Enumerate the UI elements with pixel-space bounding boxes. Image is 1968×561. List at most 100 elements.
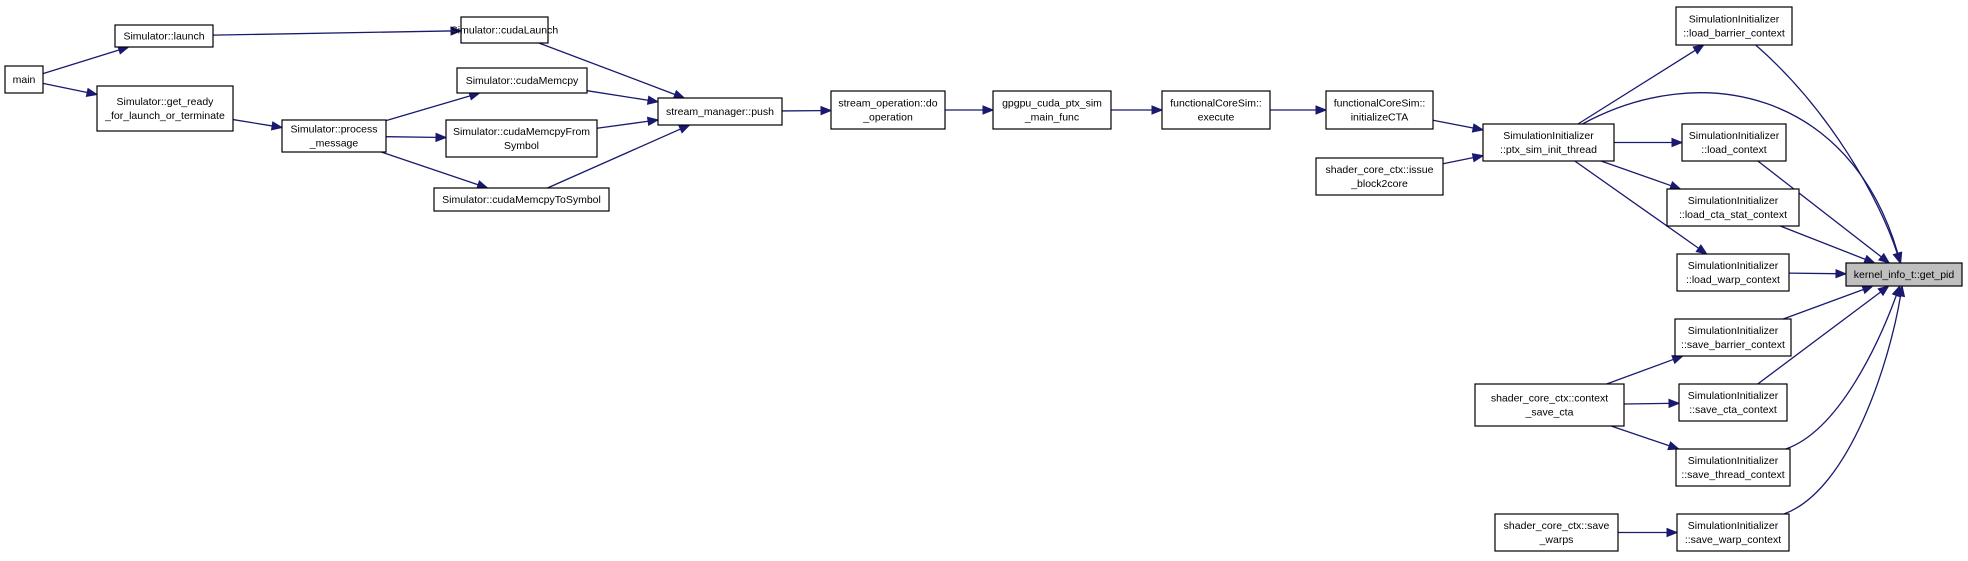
node-sim-get-ready[interactable]: Simulator::get_ready_for_launch_or_termi… [96,85,234,132]
edge-line [586,90,649,101]
arrowhead-icon [1877,285,1890,297]
node-sim-launch[interactable]: Simulator::launch [114,24,214,48]
arrowhead-icon [1692,44,1705,55]
node-scc-save-warps[interactable]: shader_core_ctx::save_warps [1494,513,1619,552]
node-box [96,85,234,132]
edge-stream-manager-push-to-stream-operation-do [781,105,833,116]
edge-si-load-warp-context-to-kernel-info-get-pid [1788,268,1848,279]
edge-line [538,42,676,96]
arrowhead-icon [646,116,660,127]
node-label: gpgpu_cuda_ptx_sim [1002,98,1102,110]
edge-sim-process-message-to-sim-cudaMemcpyFromSymbol [385,132,448,143]
node-scc-issue-block2core[interactable]: shader_core_ctx::issue_block2core [1315,157,1444,196]
node-si-load-warp-context[interactable]: SimulationInitializer::load_warp_context [1676,253,1790,292]
node-label: Simulator::cudaLaunch [451,25,559,37]
node-label: ::load_warp_context [1686,274,1780,286]
edge-si-save-warp-context-to-kernel-info-get-pid [1783,284,1906,515]
node-sim-process-message[interactable]: Simulator::process_message [281,119,387,153]
node-box [445,119,598,158]
node-label: stream_manager::push [666,106,774,118]
node-box [433,187,610,212]
edge-fcs-initializeCTA-to-si-ptx-sim-init-thread [1432,119,1485,133]
edge-line [1606,358,1674,385]
edge-si-load-barrier-context-to-kernel-info-get-pid [1755,44,1902,265]
edges-layer [42,26,1906,538]
node-label: ::save_cta_context [1689,404,1777,416]
node-label: main [13,74,36,86]
node-label: SimulationInitializer [1503,130,1594,142]
edge-si-ptx-sim-init-thread-to-si-load-barrier-context [1577,44,1705,125]
edge-line [1755,44,1898,254]
arrowhead-icon [1877,252,1891,264]
node-label: shader_core_ctx::save [1504,520,1610,532]
node-si-load-context[interactable]: SimulationInitializer::load_context [1681,123,1787,162]
arrowhead-icon [672,89,686,99]
node-label: Simulator::launch [123,31,204,43]
node-si-save-barrier-context[interactable]: SimulationInitializer::save_barrier_cont… [1674,318,1792,357]
node-si-save-warp-context[interactable]: SimulationInitializer::save_warp_context [1676,513,1790,552]
arrowhead-icon [1671,137,1684,148]
edge-si-load-context-to-kernel-info-get-pid [1757,160,1891,264]
node-label: ::load_cta_stat_context [1679,209,1787,221]
arrowhead-icon [1863,254,1876,264]
edge-main-to-sim-launch [42,45,130,75]
node-si-ptx-sim-init-thread[interactable]: SimulationInitializer::ptx_sim_init_thre… [1482,123,1615,162]
edge-line [1623,402,1670,405]
node-label: Simulator::cudaMemcpyFrom [453,126,590,138]
node-si-save-thread-context[interactable]: SimulationInitializer::save_thread_conte… [1675,448,1791,487]
edge-si-save-barrier-context-to-kernel-info-get-pid [1782,285,1875,320]
edge-line [1785,295,1897,450]
node-fcs-initializeCTA[interactable]: functionalCoreSim::initializeCTA [1325,90,1434,130]
edge-sim-cudaMemcpyFromSymbol-to-stream-manager-push [596,116,660,129]
node-stream-operation-do[interactable]: stream_operation::do_operation [830,90,946,130]
node-main[interactable]: main [4,65,44,94]
node-label: SimulationInitializer [1688,390,1779,402]
node-sim-cudaMemcpyToSymbol[interactable]: Simulator::cudaMemcpyToSymbol [433,187,610,212]
node-gpgpu-main-func[interactable]: gpgpu_cuda_ptx_sim_main_func [992,90,1112,130]
edge-line [1574,160,1699,249]
node-label: Simulator::process [291,124,378,136]
edge-scc-save-warps-to-si-save-warp-context [1618,527,1679,538]
node-fcs-execute[interactable]: functionalCoreSim::execute [1161,90,1271,130]
node-box [657,97,783,126]
edge-main-to-sim-get-ready [42,82,99,98]
node-box [1845,262,1963,287]
node-box [1325,90,1434,130]
node-si-save-cta-context[interactable]: SimulationInitializer::save_cta_context [1678,383,1788,422]
edge-scc-context-save-cta-to-si-save-barrier-context [1606,355,1684,385]
arrowhead-icon [1861,285,1875,295]
node-label: initializeCTA [1351,112,1409,124]
node-label: SimulationInitializer [1688,195,1779,207]
node-kernel-info-get-pid[interactable]: kernel_info_t::get_pid [1845,262,1963,287]
edge-line [212,30,452,36]
node-box [1675,6,1793,46]
node-label: execute [1198,112,1235,124]
arrowhead-icon [1895,284,1906,298]
arrowhead-icon [1471,153,1485,163]
node-sim-cudaLaunch[interactable]: Simulator::cudaLaunch [451,16,559,44]
node-label: stream_operation::do [838,98,937,110]
arrowhead-icon [1151,105,1164,115]
node-si-load-cta-stat-context[interactable]: SimulationInitializer::load_cta_stat_con… [1666,188,1800,227]
node-label: Simulator::cudaMemcpyToSymbol [442,194,601,206]
node-stream-manager-push[interactable]: stream_manager::push [657,97,783,126]
node-label: SimulationInitializer [1688,260,1779,272]
edge-line [385,136,437,139]
node-box [992,90,1112,130]
node-si-load-barrier-context[interactable]: SimulationInitializer::load_barrier_cont… [1675,6,1793,46]
node-label: SimulationInitializer [1689,130,1780,142]
edge-line [1788,272,1837,275]
edge-gpgpu-main-func-to-fcs-execute [1111,105,1164,115]
node-box [1482,123,1615,162]
node-scc-context-save-cta[interactable]: shader_core_ctx::context_save_cta [1474,383,1625,427]
node-sim-cudaMemcpy[interactable]: Simulator::cudaMemcpy [456,67,588,94]
edge-si-ptx-sim-init-thread-to-si-load-warp-context [1574,160,1708,255]
node-label: ::save_thread_context [1681,469,1784,481]
arrowhead-icon [1671,355,1684,365]
arrowhead-icon [1668,398,1681,409]
edge-line [1782,288,1864,320]
node-box [1678,383,1788,422]
edge-line [1757,291,1882,385]
node-box [1315,157,1444,196]
